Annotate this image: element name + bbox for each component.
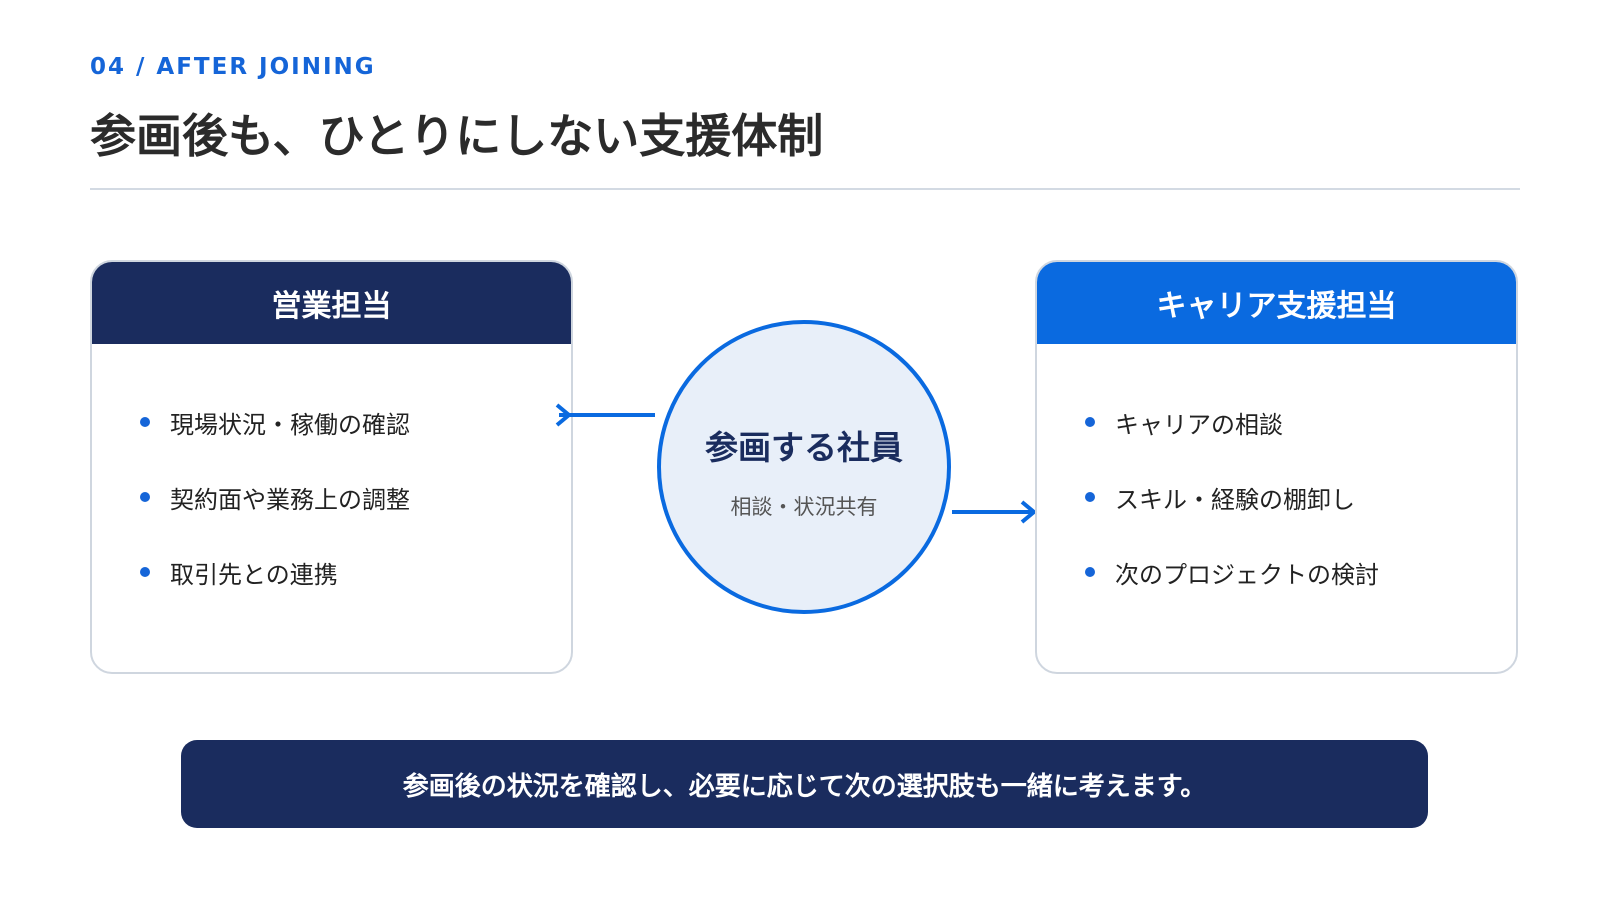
career-support-card-header: キャリア支援担当: [1037, 262, 1516, 344]
career-support-card: キャリア支援担当 キャリアの相談 スキル・経験の棚卸し 次のプロジェクトの検討: [1035, 260, 1518, 674]
bullet-icon: [1085, 417, 1095, 427]
bullet-icon: [140, 417, 150, 427]
arrow-left-icon: [555, 403, 655, 427]
page-title: 参画後も、ひとりにしない支援体制: [90, 109, 824, 163]
list-item-label: 契約面や業務上の調整: [170, 485, 410, 514]
bullet-icon: [1085, 567, 1095, 577]
sales-rep-task-list: 現場状況・稼働の確認 契約面や業務上の調整 取引先との連携: [92, 344, 571, 592]
list-item-label: キャリアの相談: [1115, 410, 1283, 439]
list-item: スキル・経験の棚卸し: [1085, 477, 1516, 517]
list-item-label: 取引先との連携: [170, 560, 338, 589]
summary-banner: 参画後の状況を確認し、必要に応じて次の選択肢も一緒に考えます。: [181, 740, 1428, 828]
bullet-icon: [140, 492, 150, 502]
bullet-icon: [1085, 492, 1095, 502]
list-item: 現場状況・稼働の確認: [140, 402, 571, 442]
sales-rep-card-header: 営業担当: [92, 262, 571, 344]
employee-circle-subtitle: 相談・状況共有: [730, 495, 878, 519]
career-support-task-list: キャリアの相談 スキル・経験の棚卸し 次のプロジェクトの検討: [1037, 344, 1516, 592]
employee-circle-title: 参画する社員: [705, 428, 903, 467]
list-item: キャリアの相談: [1085, 402, 1516, 442]
arrow-right-icon: [952, 500, 1036, 524]
sales-rep-card: 営業担当 現場状況・稼働の確認 契約面や業務上の調整 取引先との連携: [90, 260, 573, 674]
list-item: 契約面や業務上の調整: [140, 477, 571, 517]
list-item: 取引先との連携: [140, 552, 571, 592]
title-divider: [90, 188, 1520, 190]
summary-banner-text: 参画後の状況を確認し、必要に応じて次の選択肢も一緒に考えます。: [402, 771, 1207, 802]
list-item-label: 次のプロジェクトの検討: [1115, 560, 1379, 589]
list-item-label: スキル・経験の棚卸し: [1115, 485, 1355, 514]
bullet-icon: [140, 567, 150, 577]
employee-circle: 参画する社員 相談・状況共有: [657, 320, 951, 614]
list-item: 次のプロジェクトの検討: [1085, 552, 1516, 592]
section-label: 04 / AFTER JOINING: [90, 54, 376, 80]
list-item-label: 現場状況・稼働の確認: [170, 410, 410, 439]
